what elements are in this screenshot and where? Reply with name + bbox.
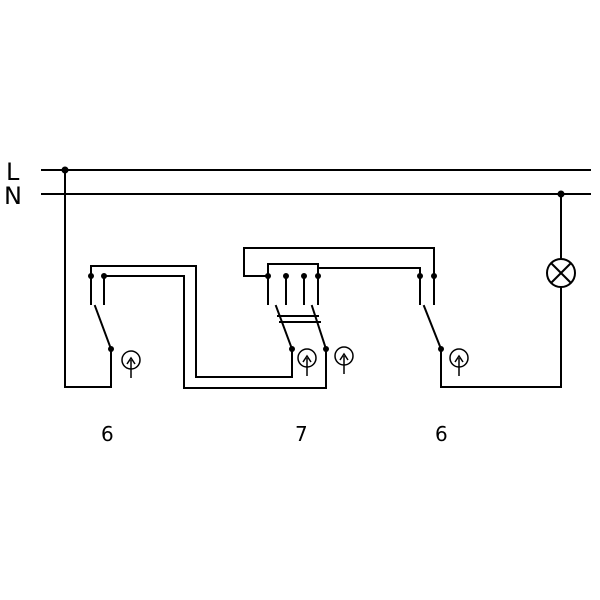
- traveler-2: [103, 275, 327, 389]
- intermediate-switch: [265, 263, 329, 352]
- push-button-icon: [449, 348, 469, 376]
- two-way-switch-left: [88, 273, 114, 352]
- lamp-icon: [546, 258, 576, 288]
- two-way-switch-right: [417, 273, 444, 352]
- switch-label-right: 6: [435, 422, 448, 446]
- traveler-4: [317, 267, 421, 277]
- feed-wire: [64, 169, 112, 388]
- push-button-icon: [334, 346, 354, 374]
- neutral-line-label: N: [4, 182, 22, 210]
- push-button-icon: [297, 348, 317, 376]
- switch-label-middle: 7: [295, 422, 308, 446]
- traveler-3: [243, 247, 435, 277]
- live-line-label: L: [6, 158, 20, 186]
- switch-label-left: 6: [101, 422, 114, 446]
- push-button-icon: [121, 350, 141, 378]
- traveler-1: [90, 265, 293, 378]
- junction-neutral: [557, 190, 565, 198]
- lamp-wire: [440, 286, 562, 388]
